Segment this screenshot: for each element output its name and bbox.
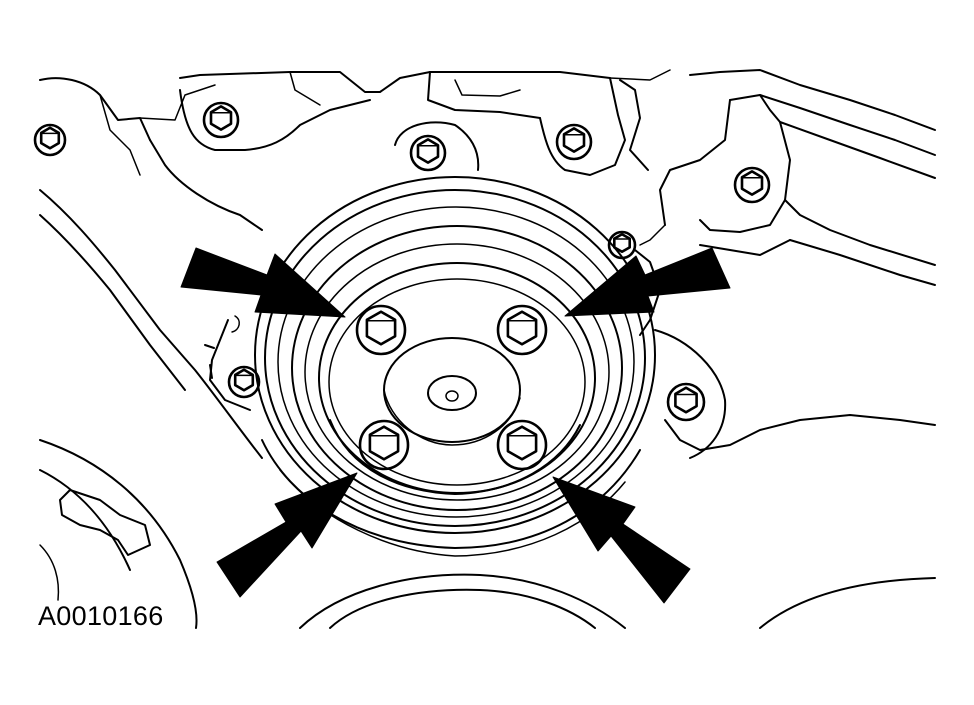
- cover-bolt-far-right: [733, 166, 771, 204]
- pulley-bolt-upper-right-washer: [496, 304, 548, 356]
- cover-bolt-right-lower-washer: [666, 382, 706, 422]
- pulley-bolt-upper-right-hex-head: [506, 310, 538, 346]
- pulley-bolt-lower-right: [496, 419, 548, 471]
- pulley-bolt-lower-right-hex-head: [506, 425, 538, 461]
- cover-bolt-top-middle-washer: [409, 134, 447, 172]
- pulley-bolt-upper-left-washer: [355, 304, 407, 356]
- pulley-bolt-upper-left: [355, 304, 407, 356]
- arrow-lower-left: [216, 472, 358, 598]
- cover-bolt-top-left-washer: [202, 101, 240, 139]
- cover-bolt-left-small-washer: [227, 365, 261, 399]
- cover-bolt-hidden-right-washer: [607, 230, 637, 260]
- pulley-bolt-lower-left-hex-head: [368, 425, 400, 461]
- cover-bolt-top-middle-hex-head: [416, 138, 440, 164]
- pulley-bolt-lower-left: [358, 419, 410, 471]
- cover-bolt-far-right-washer: [733, 166, 771, 204]
- arrow-upper-right: [564, 247, 731, 317]
- cover-bolt-left-small: [227, 365, 261, 399]
- callout-arrows: [180, 247, 731, 604]
- lower-pulleys: [39, 439, 936, 629]
- arrow-lower-right: [552, 476, 691, 604]
- cover-bolt-left-edge: [33, 123, 67, 157]
- cover-bolt-far-right-hex-head: [740, 170, 764, 196]
- cover-bolt-top-left-hex-head: [209, 105, 233, 131]
- cover-bolt-left-small-hex-head: [233, 368, 255, 392]
- arrow-upper-left: [180, 247, 346, 318]
- cover-bolt-top-middle: [409, 134, 447, 172]
- cover-bolt-left-edge-washer: [33, 123, 67, 157]
- cover-bolt-hidden-right: [607, 230, 637, 260]
- pulley-bolt-upper-right: [496, 304, 548, 356]
- cover-bolt-left-edge-hex-head: [39, 126, 61, 150]
- cover-bolt-top-right-washer: [555, 123, 593, 161]
- cover-bolt-hidden-right-hex-head: [612, 232, 632, 254]
- cover-bolt-top-left: [202, 101, 240, 139]
- engine-cover-outline: [39, 69, 936, 459]
- bolt-group: [33, 101, 771, 471]
- cover-bolt-right-lower-hex-head: [674, 386, 698, 414]
- cover-bolt-top-right: [555, 123, 593, 161]
- pulley-bolt-lower-left-washer: [358, 419, 410, 471]
- cover-bolt-top-right-hex-head: [562, 127, 586, 153]
- cover-bolt-right-lower: [666, 382, 706, 422]
- pulley-bolt-upper-left-hex-head: [365, 310, 397, 346]
- pulley-bolt-lower-right-washer: [496, 419, 548, 471]
- figure-reference-code: A0010166: [38, 601, 164, 631]
